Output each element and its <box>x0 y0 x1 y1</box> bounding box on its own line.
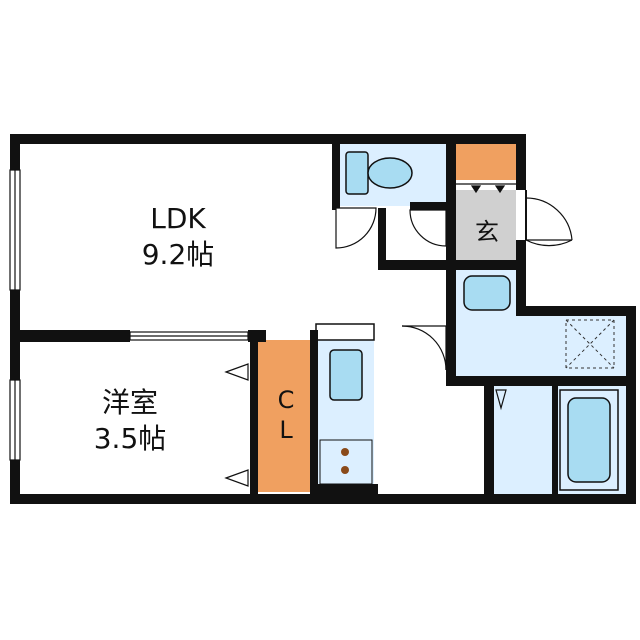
wall-ldk-western <box>10 330 130 342</box>
shoe-box <box>456 142 516 180</box>
washing-machine-cross-1 <box>565 319 615 369</box>
fridge-space <box>315 323 375 341</box>
washroom-door-swing <box>401 325 447 371</box>
wall-bath-top <box>446 376 626 386</box>
stove-burner-1 <box>341 448 349 456</box>
wall-toilet-left <box>332 134 340 208</box>
bathtub-inner <box>567 397 611 483</box>
ldk-name: LDK <box>150 202 206 235</box>
shoebox-marker-left <box>470 185 482 194</box>
wall-bath-divider <box>552 386 558 496</box>
wall-bath-left <box>484 376 494 504</box>
closet-door-marker-top <box>224 363 249 381</box>
washbasin <box>463 275 511 311</box>
wall-kitchen-bottom <box>316 484 378 504</box>
stove-area <box>319 439 373 485</box>
closet-door-marker-bottom <box>224 469 249 487</box>
entrance-floor <box>456 190 516 260</box>
wall-toilet-bottom-left <box>332 202 340 210</box>
toilet-door-swing <box>335 207 377 249</box>
wall-entrance-right-top <box>516 134 526 190</box>
wall-right-lower <box>626 306 636 504</box>
wall-entrance-right-bottom <box>516 240 526 270</box>
wall-closet-left <box>250 330 258 504</box>
wall-hall-bottom <box>378 260 456 270</box>
ldk-size: 9.2帖 <box>142 238 215 271</box>
western-size: 3.5帖 <box>94 422 167 455</box>
wall-washbasin-right <box>516 262 526 316</box>
closet-label-c: C <box>278 386 295 414</box>
entrance-label: 玄 <box>475 218 499 246</box>
toilet-bowl <box>367 157 413 189</box>
toilet-tank <box>345 151 369 195</box>
wall-washbasin-top <box>446 260 526 270</box>
wall-hall-left <box>378 208 386 270</box>
closet-label-l: L <box>279 416 293 444</box>
washing-machine-pan <box>565 319 615 369</box>
labels: LDK 9.2帖 洋室 3.5帖 C L 玄 <box>94 202 499 455</box>
closet-floor <box>258 340 314 492</box>
fixtures <box>315 151 619 491</box>
wall-entrance-top <box>446 134 526 144</box>
doors <box>224 183 573 487</box>
wall-toilet-bottom <box>410 202 456 210</box>
washing-machine-cross-2 <box>565 319 615 369</box>
hall-door-swing <box>409 209 447 247</box>
wall-closet-right <box>310 330 318 504</box>
shoebox-marker-right <box>494 185 506 194</box>
wall-top-ldk <box>10 134 336 144</box>
western-name: 洋室 <box>102 386 158 419</box>
washroom-floor <box>456 316 626 376</box>
walls <box>10 134 636 504</box>
stove-burner-2 <box>341 466 349 474</box>
windows <box>9 169 249 461</box>
wall-washroom-left <box>446 260 456 386</box>
wall-washroom-top <box>518 306 636 316</box>
wall-toilet-top <box>332 134 456 144</box>
bath-door-marker <box>495 389 507 411</box>
kitchen-sink <box>329 349 363 401</box>
wall-left <box>10 134 20 504</box>
